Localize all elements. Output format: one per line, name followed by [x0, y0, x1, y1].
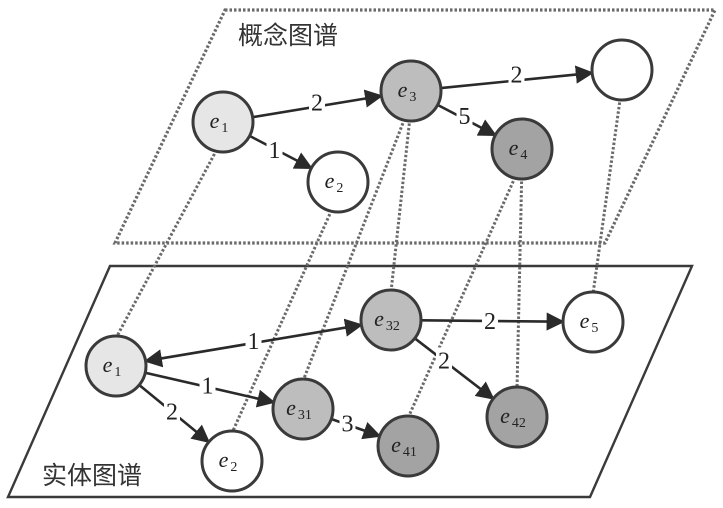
node-subscript: 4 [520, 148, 527, 163]
edge-weight-label: 2 [166, 400, 178, 426]
node-circle [376, 414, 440, 478]
node-circle [200, 429, 264, 493]
weight-bg [309, 89, 325, 112]
mapping-line-c_e4-i_e41 [406, 176, 517, 419]
node-subscript: 2 [336, 181, 343, 196]
concept-node-unlabeled [590, 38, 654, 102]
node-circle [485, 385, 549, 449]
node-subscript: 1 [221, 121, 228, 136]
weight-bg [339, 410, 356, 433]
concept-graph-plane [112, 8, 718, 245]
weight-bg [508, 61, 525, 84]
mapping-line-c_e1-i_e1 [114, 149, 218, 339]
entity-edge-i_e32-i_e42 [413, 337, 495, 400]
entity-graph-plane [6, 264, 694, 499]
mapping-line-c_empty-i_e5 [591, 97, 622, 295]
weight-bg [456, 103, 473, 125]
weight-bg [164, 398, 180, 421]
weight-bg [199, 372, 216, 395]
node-subscript: 2 [230, 460, 237, 475]
edge-weight-label: 2 [484, 309, 496, 335]
edge-weight-label: 3 [342, 412, 354, 438]
node-subscript: 1 [114, 365, 121, 380]
node-subscript: 3 [409, 90, 416, 105]
weight-bg [245, 328, 262, 350]
weight-bg [436, 347, 452, 370]
node-circle [379, 59, 443, 123]
mapping-line-c_e3-i_e32 [389, 118, 412, 293]
node-circle [84, 334, 148, 398]
concept-graph-label: 概念图谱 [238, 21, 338, 50]
mapping-line-c_e4-i_e42 [515, 176, 524, 390]
node-circle [271, 377, 335, 441]
node-subscript: 41 [403, 445, 417, 460]
edge-weight-label: 5 [459, 104, 471, 130]
node-subscript: 32 [386, 319, 400, 334]
node-subscript: 31 [298, 408, 312, 423]
edge-weight-label: 2 [511, 63, 523, 89]
node-subscript: 5 [591, 321, 598, 336]
node-circle [490, 117, 554, 181]
node-circle [306, 150, 370, 214]
edge-weight-label: 2 [311, 91, 323, 117]
node-circle [359, 288, 423, 352]
weight-bg [482, 308, 498, 330]
node-circle [191, 90, 255, 154]
node-circle [561, 290, 625, 354]
edge-weight-label: 1 [202, 374, 214, 400]
weight-bg [266, 137, 283, 159]
edge-weight-label: 1 [269, 138, 281, 164]
node-subscript: 42 [512, 416, 526, 431]
node-circle [590, 38, 654, 102]
edge-weight-label: 2 [438, 349, 450, 375]
entity-graph-label: 实体图谱 [42, 461, 142, 490]
edge-weight-label: 1 [248, 329, 260, 355]
